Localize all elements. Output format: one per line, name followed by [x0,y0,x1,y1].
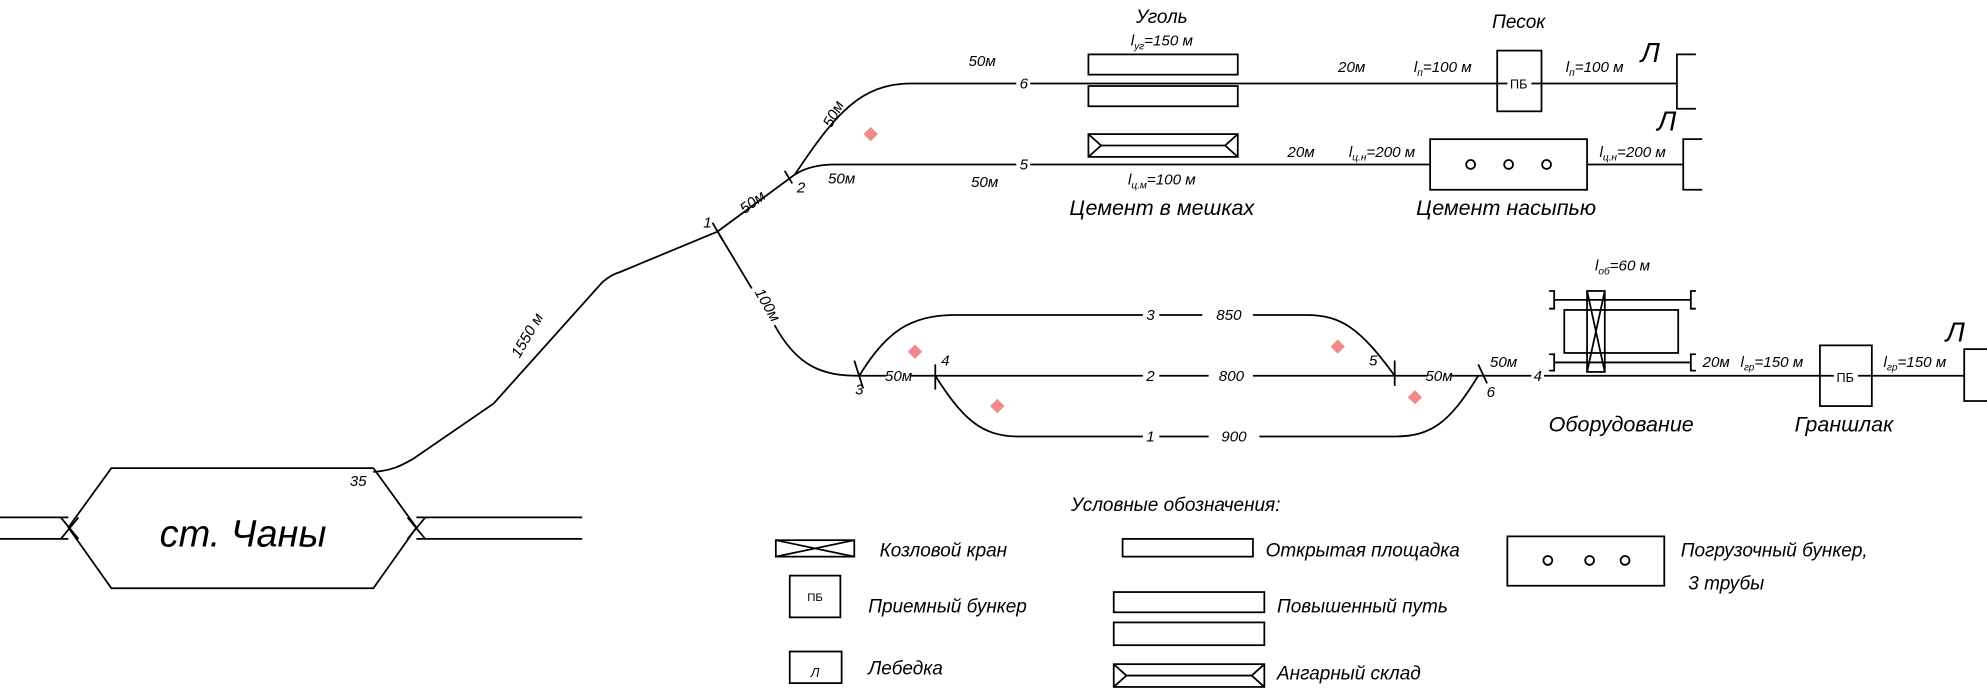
cement-bags-length: lц.м=100 м [1128,172,1196,192]
switch-6-label: 6 [1487,384,1496,401]
cement-bags-title: Цемент в мешках [1069,196,1255,220]
track6-end-bracket [1676,53,1696,110]
legend-loading-bunker-pipes: 3 трубы [1688,574,1764,595]
open-platform-icon [1121,538,1254,558]
track-2-number: 2 [1145,368,1155,385]
legend-receiving-bunker: Приемный бункер [868,596,1027,617]
sand-title: Песок [1492,12,1546,33]
track6-length: 50м [968,53,996,70]
raised-track-bottom [1087,85,1239,108]
sand-length-right: lп=100 м [1566,59,1624,79]
granslag-title: Граншлак [1795,412,1894,436]
sand-receiving-bunker [1496,49,1543,113]
track-1-length: 900 [1221,429,1247,446]
equipment-area [1549,290,1696,373]
track5-curve-length: 50м [828,170,856,187]
sand-bunker-label: ПБ [1510,78,1527,92]
hangar-warehouse [1087,133,1239,158]
marker-icon [990,398,1005,414]
signal-markers [863,126,1423,414]
granslag-length-right: lгр=150 м [1883,354,1946,374]
granslag-receiving-bunker [1819,344,1873,407]
approach-track [373,230,718,473]
track-3-number: 3 [1146,307,1155,324]
winch-legend-icon [788,650,843,685]
marker-icon [863,126,878,142]
track5-number: 5 [1020,157,1029,174]
cement-bulk-length-right: lц.н=200 м [1599,144,1666,164]
track-1-number: 1 [1146,429,1154,446]
cement-loading-bunker [1429,138,1588,191]
loading-bunker-icon [1506,535,1666,587]
switch-3-label: 3 [855,382,864,399]
legend-gantry-crane: Козловой кран [880,541,1008,562]
raised-track-top [1087,53,1239,76]
cement-bulk-title: Цемент насыпью [1416,196,1596,220]
switch-4-label: 4 [941,353,949,370]
s1-s2-track [717,173,796,233]
open-platform [1563,309,1680,354]
s5-s6-length: 50м [1425,368,1453,385]
sand-length-left: lп=100 м [1414,59,1472,79]
after-s6-length: 50м [1490,354,1518,371]
track-3-length: 850 [1216,307,1242,324]
granslag-length-left: lгр=150 м [1740,354,1803,374]
granslag-end-bracket [1963,348,1987,402]
track5-end-bracket [1682,138,1703,191]
s1-s3-track [716,231,859,377]
legend-raised-track: Повышенный путь [1277,596,1448,617]
track-1 [934,375,1479,438]
equipment-length: lоб=60 м [1595,258,1651,278]
station-loop [853,314,1965,438]
track-2-length: 800 [1219,368,1245,385]
track-5 [794,163,1431,176]
marker-icon [1407,390,1423,405]
track-3 [858,314,1396,377]
legend: Условные обозначения: Козловой кран ПБ П… [774,495,1868,688]
s3-s4-length: 50м [885,368,913,385]
track6-curve-length: 50м [820,98,848,131]
equipment-title: Оборудование [1549,412,1694,436]
approach-length: 1550 м [508,310,547,361]
switch-35-label: 35 [350,473,367,490]
legend-winch-symbol: Л [810,666,820,680]
track5-length: 50м [971,174,999,191]
cement-bulk-length-left: lц.н=200 м [1349,144,1416,164]
winch-icon: Л [1639,37,1661,68]
hangar-icon [1112,663,1266,688]
track-6 [794,82,1677,176]
station: ст. Чаны 35 [0,467,583,590]
granslag-bunker-label: ПБ [1837,371,1854,385]
raised-track-icon [1112,621,1266,647]
gantry-crane-icon [774,539,856,558]
marker-icon [1330,339,1345,354]
marker-icon [907,344,923,359]
switch-2-label: 2 [796,179,806,196]
track4-number: 4 [1533,368,1541,385]
track6-number: 6 [1020,76,1029,93]
coal-length: lуг=150 м [1131,33,1194,53]
legend-winch: Лебедка [866,658,943,679]
switch-5-label: 5 [1369,353,1378,370]
station-name: ст. Чаны [160,514,327,556]
gantry-crane [1586,290,1606,373]
receiving-bunker-icon [788,574,842,619]
legend-title: Условные обозначения: [1070,495,1280,516]
s1-s3-length: 100м [751,285,784,325]
raised-track-icon [1112,591,1266,614]
switch-1-label: 1 [703,215,711,232]
coal-gap-length: 20м [1337,59,1366,76]
legend-open-platform: Открытая площадка [1266,541,1460,562]
legend-hangar: Ангарный склад [1276,663,1421,684]
legend-loading-bunker: Погрузочный бункер, [1681,541,1868,562]
winch-icon: Л [1944,317,1966,348]
coal-title: Уголь [1135,7,1188,28]
legend-bunker-symbol: ПБ [807,592,823,604]
cement-gap-length: 20м [1286,144,1315,161]
equip-gap-length: 20м [1702,354,1731,371]
winch-icon: Л [1655,105,1677,136]
